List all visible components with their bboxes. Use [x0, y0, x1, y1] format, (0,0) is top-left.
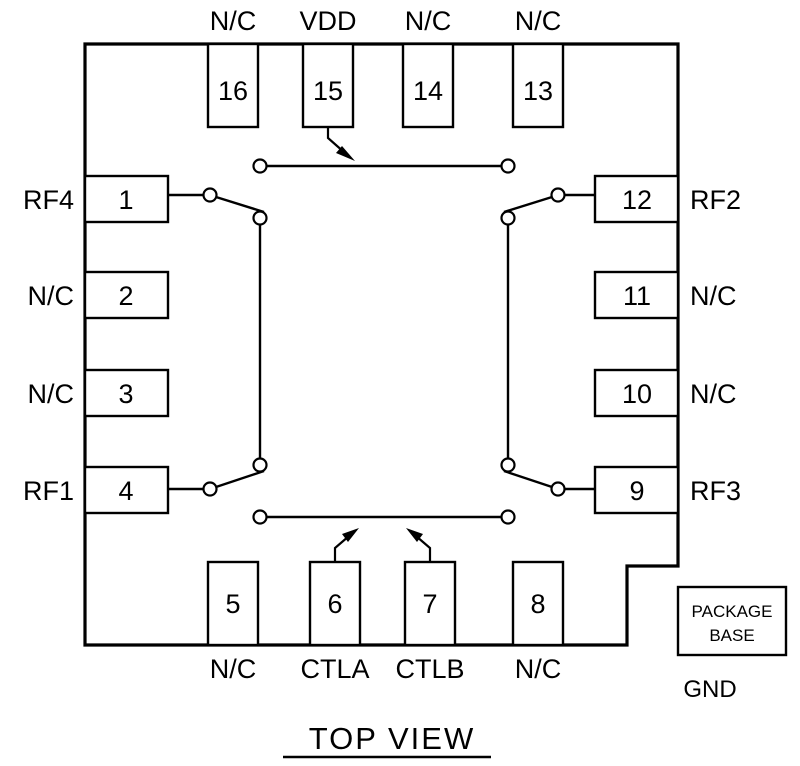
ctla-callout-arrowhead: [342, 528, 359, 542]
bottom-pin-group: 5 N/C 6 CTLA 7 CTLB 8 N/C: [206, 560, 565, 684]
pin-number-6: 6: [327, 589, 342, 619]
pin9-switch-blade: [503, 469, 553, 489]
vdd-callout-arrow-line: [326, 127, 346, 154]
pin-number-11: 11: [623, 281, 651, 311]
pin1-switch-blade: [215, 195, 265, 214]
pin-label-8: N/C: [515, 654, 562, 684]
switch-pole-node-rf4: [202, 187, 218, 203]
callout-arrow-group: [326, 127, 432, 562]
gnd-label: GND: [683, 676, 736, 703]
pin-number-10: 10: [622, 379, 652, 409]
diagram-title: TOP VIEW: [309, 721, 475, 756]
right-pin-group: 12 RF2 11 N/C 10 N/C 9 RF3: [593, 174, 741, 515]
switch-node-right-lower: [500, 457, 516, 473]
package-base-label-line1: PACKAGE: [692, 602, 773, 621]
package-base-box[interactable]: [676, 585, 788, 657]
pin-number-7: 7: [422, 589, 437, 619]
internal-switch-network: [168, 158, 595, 525]
pin-number-9: 9: [629, 476, 644, 506]
switch-node-top-right: [500, 158, 516, 174]
pin-label-7: CTLB: [395, 654, 464, 684]
package-outline: [83, 42, 680, 647]
package-base-label-line2: BASE: [709, 626, 754, 645]
pin-number-2: 2: [118, 281, 133, 311]
pin-box-13[interactable]: [511, 42, 565, 129]
pin-box-3[interactable]: [83, 368, 170, 418]
ctlb-callout-arrowhead: [406, 528, 423, 542]
pin-number-15: 15: [313, 76, 343, 106]
pin-number-8: 8: [530, 589, 545, 619]
pin-label-6: CTLA: [300, 654, 369, 684]
pin-number-4: 4: [118, 476, 133, 506]
pin-box-12[interactable]: [593, 174, 680, 224]
switch-pole-node-rf2: [550, 187, 566, 203]
top-pin-group: 16 N/C 15 VDD 14 N/C 13 N/C: [206, 6, 565, 129]
pin-label-5: N/C: [210, 654, 257, 684]
pin-box-15[interactable]: [301, 42, 355, 129]
switch-pole-node-rf1: [202, 481, 218, 497]
pin-label-9: RF3: [690, 476, 741, 506]
pin-number-1: 1: [118, 185, 133, 215]
switch-node-left-upper: [252, 210, 268, 226]
pin-label-14: N/C: [405, 6, 452, 36]
pin-box-1[interactable]: [83, 174, 170, 224]
pin-box-11[interactable]: [593, 270, 680, 320]
ctlb-callout-arrow-line: [415, 535, 432, 562]
pin-label-1: RF4: [23, 185, 74, 215]
pin-number-14: 14: [413, 76, 443, 106]
pin-box-14[interactable]: [401, 42, 455, 129]
pin-label-16: N/C: [210, 6, 257, 36]
pin4-switch-blade: [215, 469, 265, 489]
pin-box-4[interactable]: [83, 465, 170, 515]
pin-box-5[interactable]: [206, 560, 260, 647]
switch-node-left-lower: [252, 457, 268, 473]
pin-label-12: RF2: [690, 185, 741, 215]
pin-number-16: 16: [218, 76, 248, 106]
pin-label-3: N/C: [28, 379, 75, 409]
switch-node-top-left: [252, 158, 268, 174]
ctla-callout-arrow-line: [333, 535, 350, 562]
pin12-switch-blade: [503, 195, 553, 214]
switch-node-right-upper: [500, 210, 516, 226]
pin-label-4: RF1: [23, 476, 74, 506]
title-group: TOP VIEW: [283, 721, 491, 759]
pin-box-10[interactable]: [593, 368, 680, 418]
pin-label-2: N/C: [28, 281, 75, 311]
pin-number-13: 13: [523, 76, 553, 106]
vdd-callout-arrowhead: [336, 146, 355, 161]
pin-box-6[interactable]: [308, 560, 362, 647]
pin-label-15: VDD: [299, 6, 356, 36]
pin-label-13: N/C: [515, 6, 562, 36]
switch-pole-node-rf3: [550, 481, 566, 497]
pin-box-9[interactable]: [593, 465, 680, 515]
pin-label-10: N/C: [690, 379, 737, 409]
package-base-group[interactable]: PACKAGE BASE GND: [676, 585, 788, 703]
pin-number-12: 12: [622, 185, 652, 215]
pin-number-3: 3: [118, 379, 133, 409]
pin-box-8[interactable]: [511, 560, 565, 647]
pin-box-2[interactable]: [83, 270, 170, 320]
switch-node-bottom-right: [500, 509, 516, 525]
switch-node-bottom-left: [252, 509, 268, 525]
pin-box-16[interactable]: [206, 42, 260, 129]
pin-number-5: 5: [225, 589, 240, 619]
left-pin-group: 1 RF4 2 N/C 3 N/C 4 RF1: [23, 174, 170, 515]
pin-label-11: N/C: [690, 281, 737, 311]
